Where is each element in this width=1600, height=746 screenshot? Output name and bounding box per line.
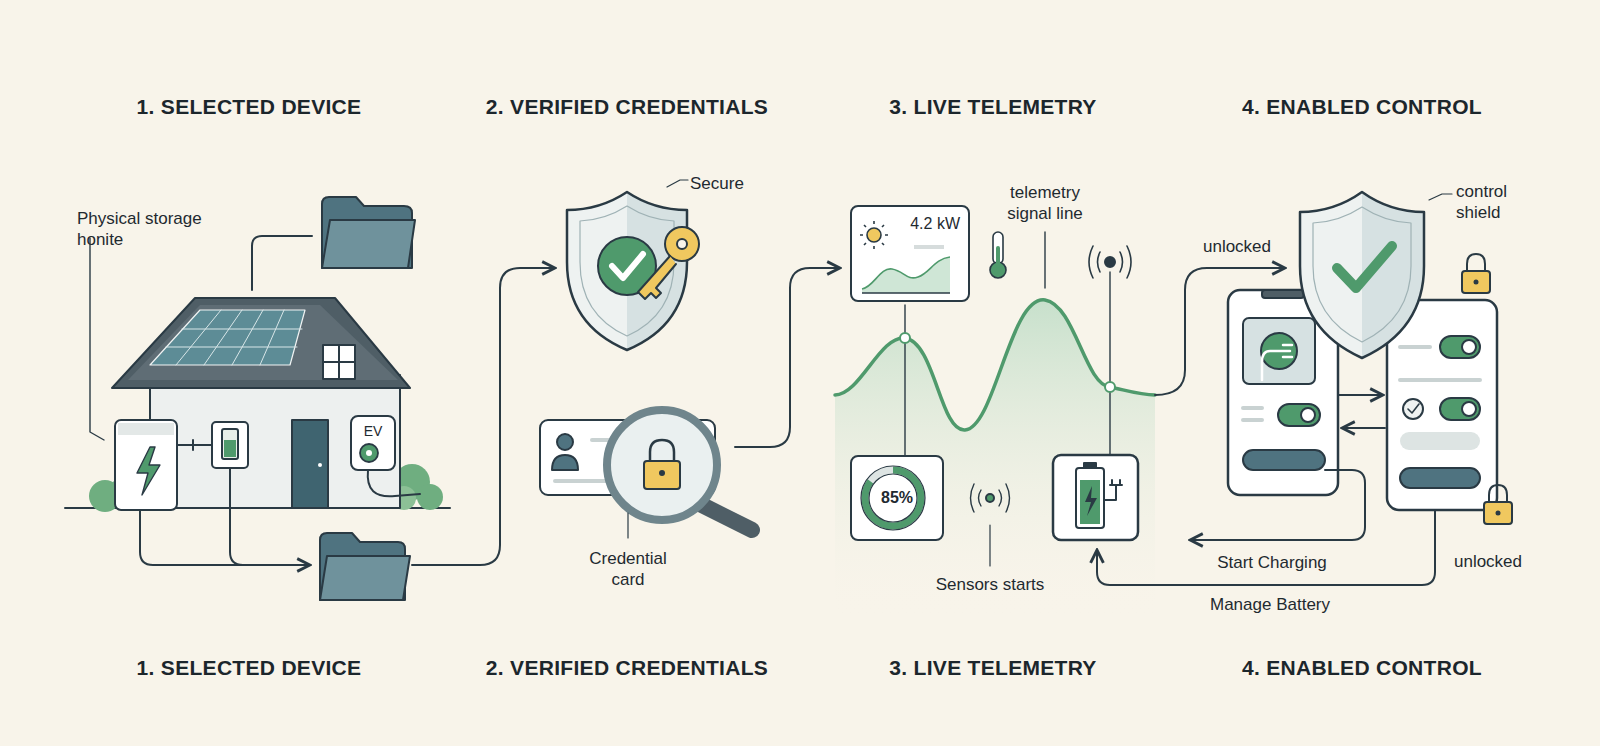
node-text: EV bbox=[352, 423, 394, 439]
callout-label: unlocked bbox=[1454, 551, 1522, 572]
arrow-label: Manage Battery bbox=[1210, 594, 1330, 615]
callout-label: telemetry signal line bbox=[990, 182, 1100, 224]
stage-heading: 2. VERIFIED CREDENTIALS bbox=[486, 95, 768, 119]
callout-label: Secure bbox=[690, 173, 744, 194]
stage-heading: 3. LIVE TELEMETRY bbox=[889, 656, 1096, 680]
battery-level-card: 85% bbox=[850, 455, 944, 541]
ev-charger-box: EV bbox=[350, 415, 396, 471]
arrow-label: Start Charging bbox=[1217, 552, 1327, 573]
node-text: 4.2 kW bbox=[910, 215, 960, 233]
stage-heading: 4. ENABLED CONTROL bbox=[1242, 656, 1482, 680]
callout-label: control shield bbox=[1456, 181, 1556, 223]
node-text: 85% bbox=[852, 489, 942, 507]
stage-heading: 1. SELECTED DEVICE bbox=[137, 656, 362, 680]
stage-heading: 4. ENABLED CONTROL bbox=[1242, 95, 1482, 119]
callout-label: Sensors starts bbox=[936, 574, 1045, 595]
callout-label: Physical storage honite bbox=[77, 208, 237, 250]
stage-heading: 1. SELECTED DEVICE bbox=[137, 95, 362, 119]
stage-heading: 3. LIVE TELEMETRY bbox=[889, 95, 1096, 119]
solar-power-card: 4.2 kW bbox=[850, 205, 970, 302]
stage-heading: 2. VERIFIED CREDENTIALS bbox=[486, 656, 768, 680]
callout-label: unlocked bbox=[1203, 236, 1271, 257]
callout-label: Credential card bbox=[573, 548, 683, 590]
